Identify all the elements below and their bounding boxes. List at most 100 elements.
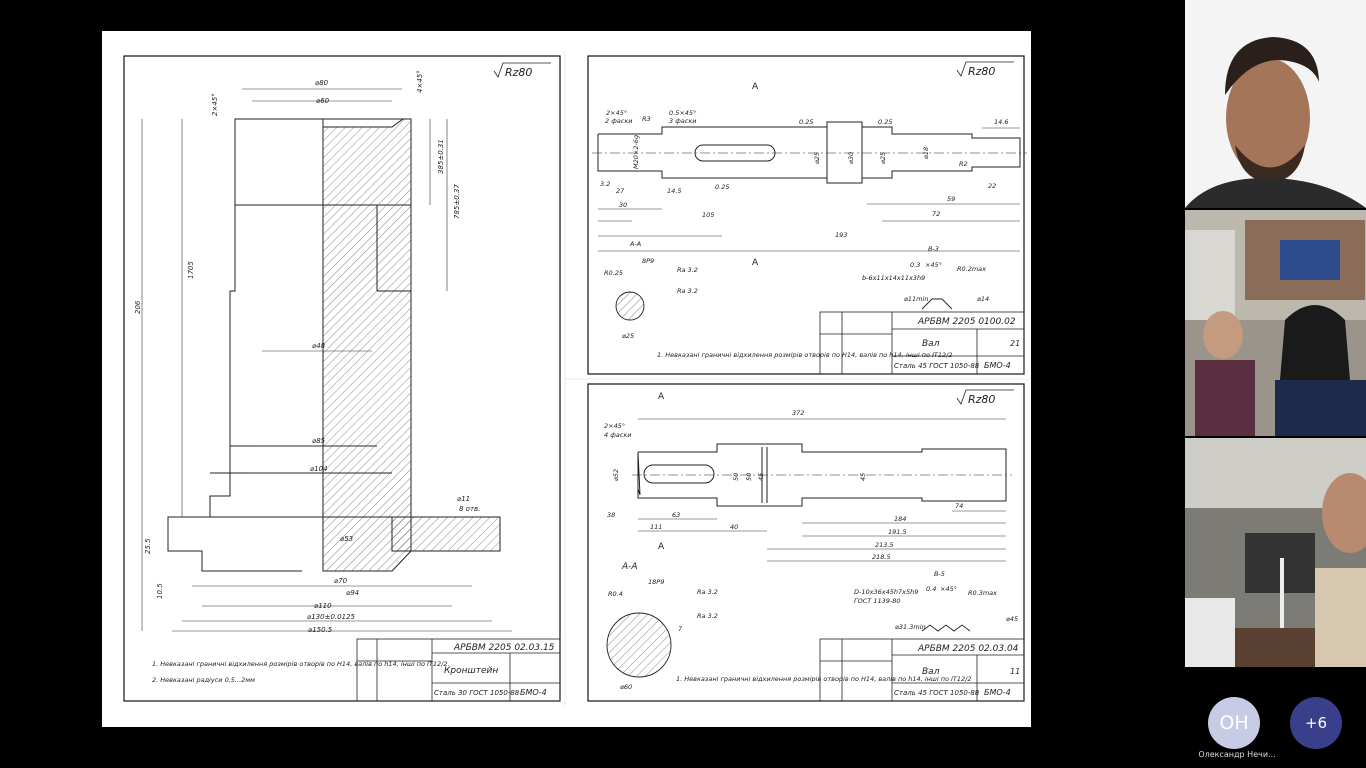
dim: 785±0.37 [453, 184, 461, 219]
dim: Ra 3.2 [697, 588, 718, 596]
engineering-drawing: Rz80 [123, 51, 1031, 706]
dim: ⌀52 [612, 469, 620, 481]
dim: 206 [134, 300, 142, 314]
title-name-top-right: Вал [922, 339, 940, 349]
dim: ⌀94 [346, 589, 359, 597]
dim: 213.5 [875, 541, 894, 549]
dim: ⌀104 [310, 465, 328, 473]
dim: Ra 3.2 [697, 612, 718, 620]
dim: 7 [678, 625, 683, 633]
dim: ⌀45 [1006, 615, 1018, 623]
dim: ⌀85 [312, 437, 326, 445]
dim: ⌀130±0.0125 [307, 613, 355, 621]
shaft1-drawing [592, 121, 1027, 184]
dim: 111 [650, 523, 662, 531]
participant-video-tile[interactable] [1185, 210, 1366, 436]
dim: 4×45° [416, 70, 424, 93]
material-left: Сталь 30 ГОСТ 1050-88 [434, 689, 520, 697]
material-top-right: Сталь 45 ГОСТ 1050-88 [894, 362, 980, 370]
roughness-top-right: Rz80 [968, 65, 995, 78]
dim: ⌀25 [813, 152, 821, 164]
title-code-top-right: АРБВМ 2205 0100.02 [917, 317, 1016, 327]
dim: ⌀70 [334, 577, 348, 585]
material-bottom-right: Сталь 45 ГОСТ 1050-88 [894, 689, 980, 697]
dim: 40 [730, 523, 738, 531]
participant-video-tile[interactable] [1185, 0, 1366, 208]
dim: 0.4 [926, 585, 936, 593]
shared-screen: Rz80 [102, 31, 1031, 727]
dim: M20×2-6g [632, 135, 640, 169]
participant-video-tile[interactable] [1185, 438, 1366, 667]
dim: 2×45° [211, 93, 219, 116]
shaft2-drawing [632, 443, 1012, 507]
sheet-top-right: 21 [1010, 339, 1020, 348]
sheet-frame-bottom-right [587, 383, 1025, 702]
title-code-bottom-right: АРБВМ 2205 02.03.04 [917, 644, 1019, 654]
title-code-left: АРБВМ 2205 02.03.15 [453, 643, 555, 653]
note-shaft1: 1. Невказані граничні відхилення розмірі… [657, 351, 952, 359]
dim: 30 [619, 201, 627, 209]
dim: D-10x36x45h7x5h9 [854, 588, 918, 596]
dim: 1705 [187, 261, 195, 279]
note-bracket-1: 1. Невказані граничні відхилення розмірі… [152, 660, 450, 668]
dim: ⌀31.3min [895, 623, 926, 631]
more-count: +6 [1304, 714, 1328, 732]
dim: B-5 [934, 570, 945, 578]
sheet-frame-top-right [587, 55, 1025, 375]
section-title-1: А-А [629, 240, 641, 248]
title-name-bottom-right: Вал [922, 667, 940, 677]
title-name-left: Кронштейн [444, 666, 498, 676]
dim: 27 [616, 187, 625, 195]
dim: 0.25 [878, 118, 892, 126]
dim: R0.25 [604, 269, 623, 277]
dim: 45 [757, 473, 765, 481]
note-bracket-2: 2. Невказані радіуси 0.5...2мм [152, 676, 255, 684]
dim: ⌀18 [922, 147, 930, 159]
participants-panel [1185, 0, 1366, 768]
room-video [1185, 438, 1366, 667]
dim: ⌀80 [315, 79, 329, 87]
dim: 0.3 [910, 261, 920, 269]
dim: 18P9 [648, 578, 664, 586]
dim: В-3 [928, 245, 939, 253]
dim: b-6x11x14x11x3h9 [862, 274, 925, 282]
roughness-bottom-right: Rz80 [968, 393, 995, 406]
dim: 0.5×45° [669, 109, 696, 117]
dim: R3 [642, 115, 651, 123]
dim: 50 [732, 473, 740, 481]
dim: 2×45° [604, 422, 625, 430]
dim: 184 [894, 515, 906, 523]
dim: ⌀14 [977, 295, 989, 303]
more-participants-button[interactable]: +6 [1290, 697, 1342, 749]
dim: 0.25 [715, 183, 729, 191]
dim: 191.5 [888, 528, 907, 536]
dim: ⌀11min [904, 295, 928, 303]
dim: 2×45° [606, 109, 627, 117]
sheet-bottom-right: 11 [1010, 667, 1020, 676]
dim: 25.5 [144, 538, 152, 554]
dim: 10.5 [156, 583, 164, 599]
dim: 2 фаски [605, 117, 632, 125]
dim: 0.25 [799, 118, 813, 126]
dim: ⌀53 [340, 535, 353, 543]
dim: ⌀60 [620, 683, 632, 691]
dim: 385±0.31 [437, 139, 445, 174]
dim: ⌀150.5 [308, 626, 333, 634]
section-mark-b-top: A [658, 392, 665, 402]
dim: 3.2 [600, 180, 610, 188]
dim: ⌀25 [879, 152, 887, 164]
bracket-drawing [167, 118, 501, 572]
dim: ⌀60 [316, 97, 330, 105]
dim: ×45° [925, 261, 942, 269]
dim: ГОСТ 1139-80 [854, 597, 900, 605]
dim: ⌀11 [457, 495, 470, 503]
sheet-frame-left [123, 55, 561, 702]
dim: 74 [955, 502, 963, 510]
dim: R0.2max [957, 265, 986, 273]
dim: 218.5 [872, 553, 891, 561]
shaft2-section [606, 612, 672, 678]
dim: 14.5 [667, 187, 681, 195]
section-mark-bottom: A [752, 258, 759, 268]
section-mark-top: A [752, 82, 759, 92]
self-avatar[interactable]: ОН [1208, 697, 1260, 749]
